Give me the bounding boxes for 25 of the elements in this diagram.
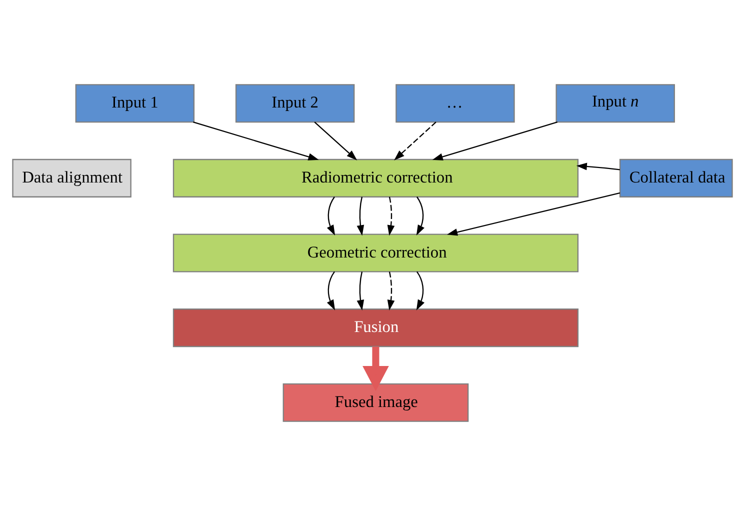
arrow xyxy=(356,271,364,310)
arrow xyxy=(362,346,389,391)
arrow xyxy=(193,121,319,160)
arrow xyxy=(416,270,424,310)
arrow xyxy=(326,270,336,310)
arrow xyxy=(387,196,395,236)
node-box: … xyxy=(396,84,515,122)
arrow xyxy=(446,192,620,236)
arrow xyxy=(576,162,620,170)
node-box: Geometric correction xyxy=(172,233,579,272)
arrow xyxy=(356,196,364,236)
node-box: Fused image xyxy=(282,382,469,422)
node-box: Data alignment xyxy=(12,158,132,197)
node-box: Radiometric correction xyxy=(172,158,579,197)
node-box: Fusion xyxy=(172,308,579,347)
arrow xyxy=(326,196,336,236)
node-box: Input n xyxy=(556,84,675,122)
arrow xyxy=(314,121,358,160)
arrow xyxy=(387,271,395,310)
node-box: Input 2 xyxy=(235,84,355,122)
node-box: Input 1 xyxy=(75,84,195,122)
arrow xyxy=(416,196,424,236)
node-box: Collateral data xyxy=(619,158,733,197)
arrow xyxy=(432,121,558,160)
arrow xyxy=(394,121,436,160)
